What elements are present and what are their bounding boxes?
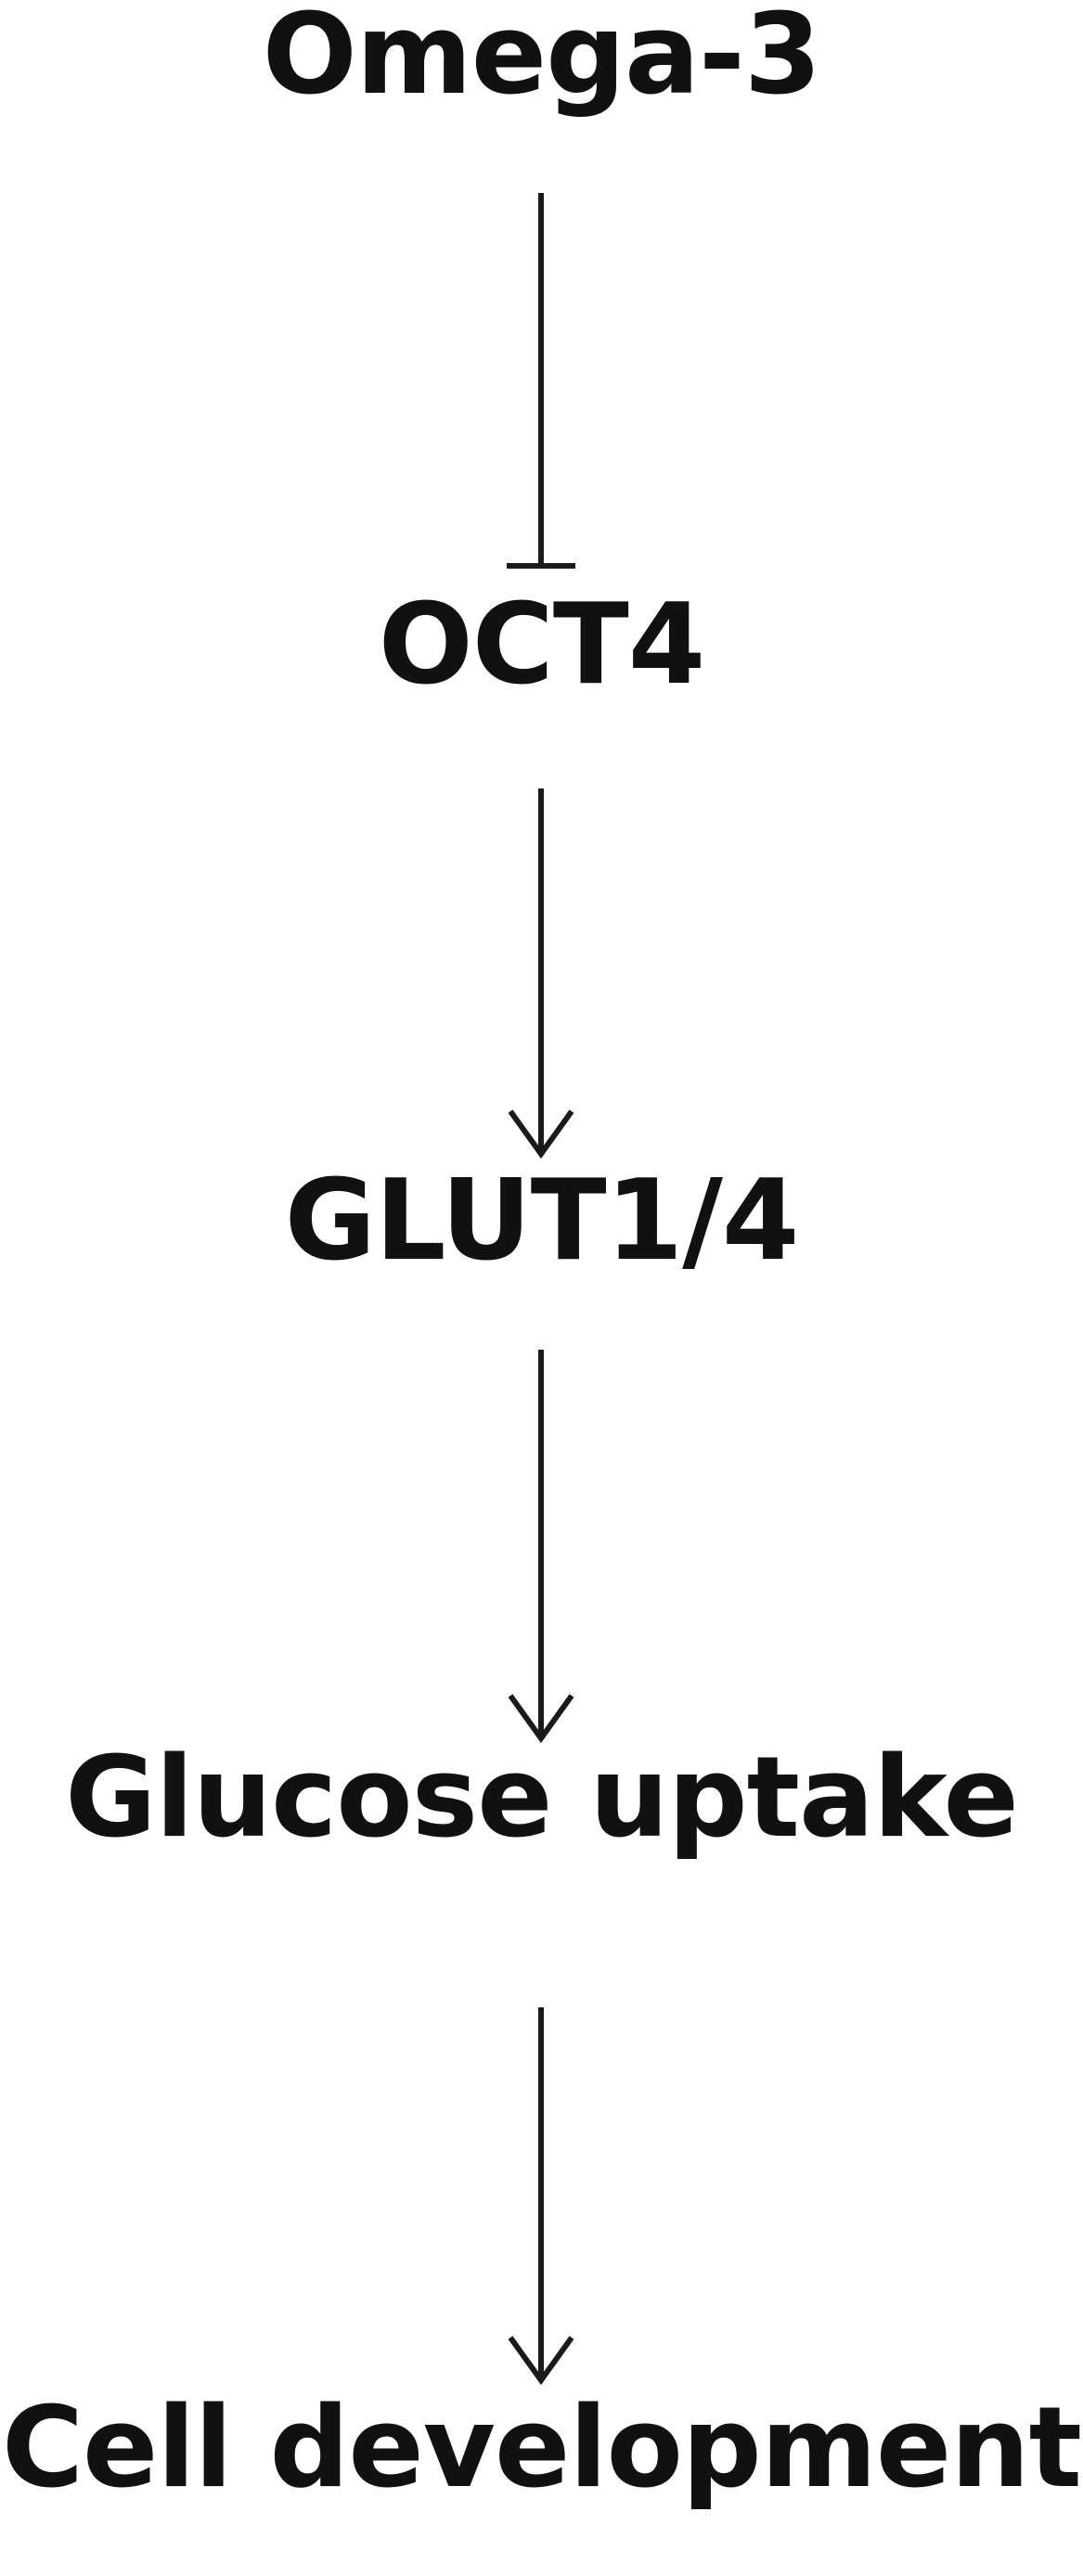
node-glut1-4: GLUT1/4	[284, 1157, 800, 1286]
arrowhead	[508, 1109, 574, 1160]
activation-edge-oct4-glut	[508, 788, 574, 1160]
arrowhead	[508, 1694, 574, 1744]
activation-edge-glucose-cell	[508, 2007, 574, 2386]
node-glucose-uptake: Glucose uptake	[65, 1734, 1019, 1863]
node-cell-development: Cell development	[1, 2384, 1082, 2513]
inhibition-edge-omega3-oct4	[507, 193, 575, 569]
node-omega-3: Omega-3	[262, 0, 822, 120]
activation-edge-glut-glucose	[508, 1350, 574, 1744]
arrowhead	[508, 2336, 574, 2386]
node-oct4: OCT4	[378, 581, 705, 710]
